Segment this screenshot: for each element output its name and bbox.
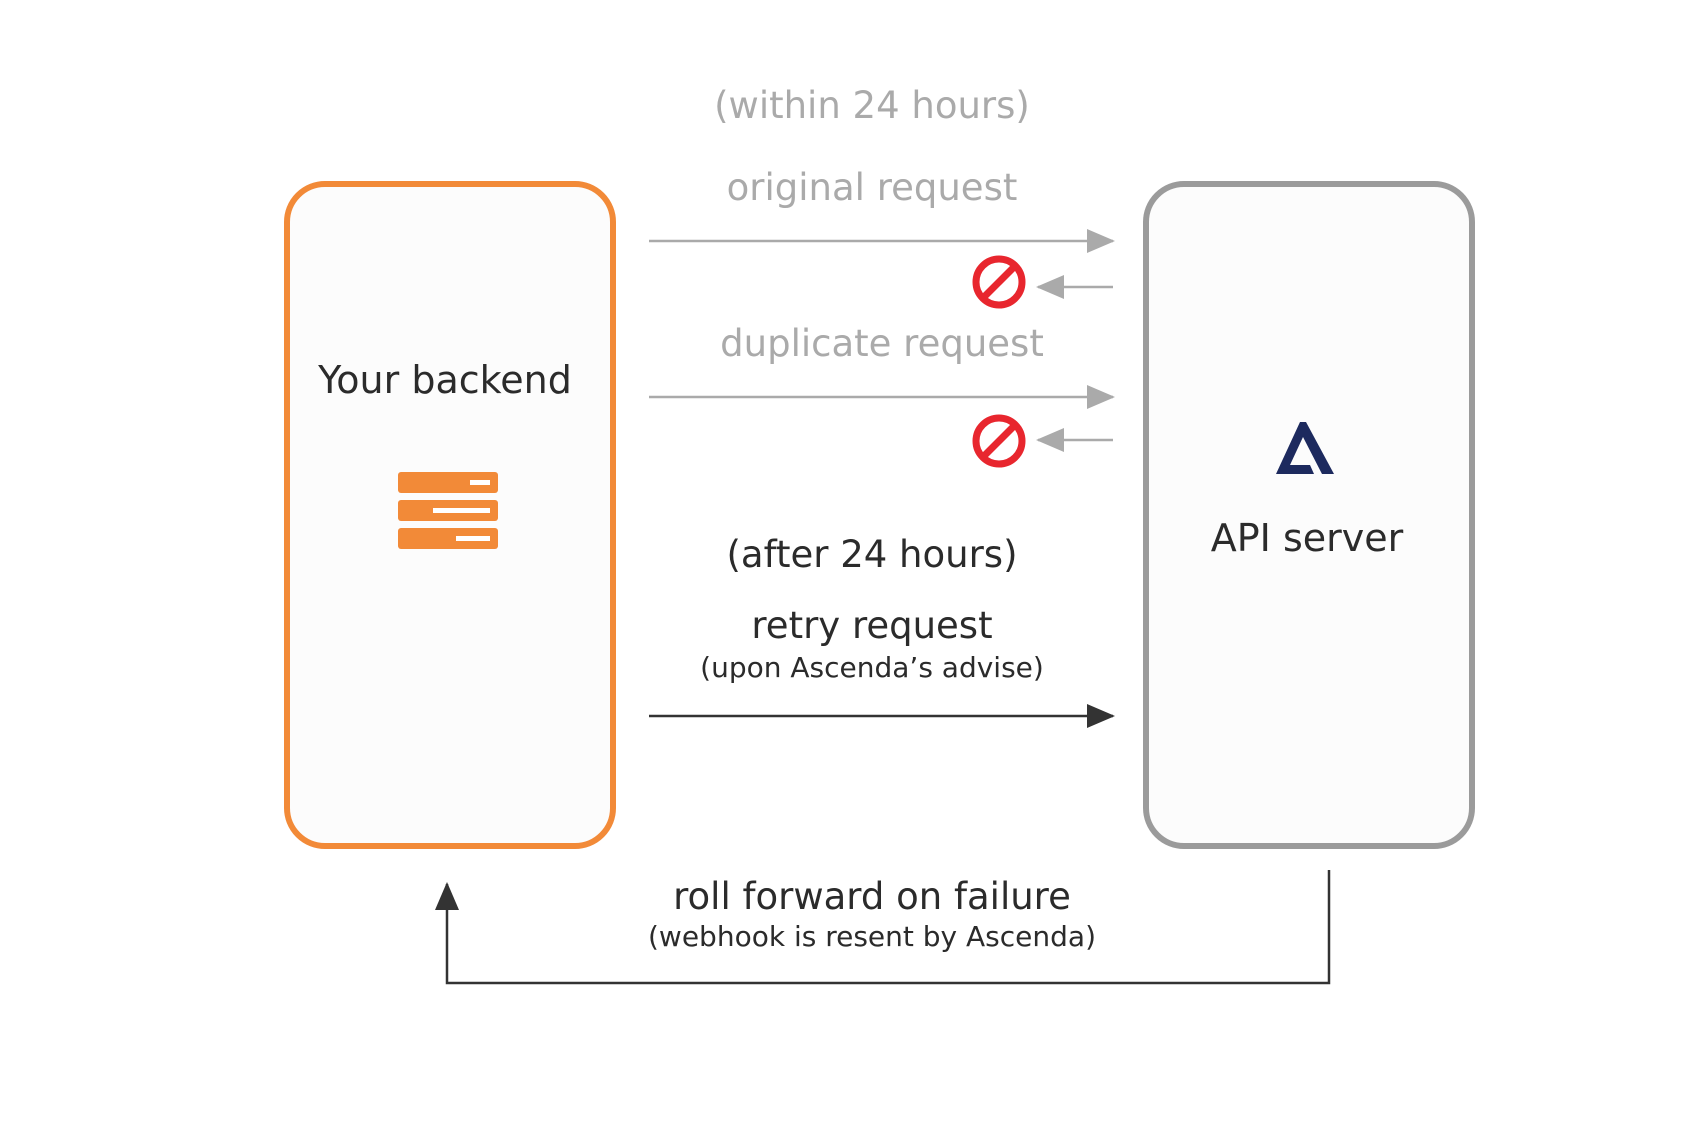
server-stack-icon <box>398 472 498 549</box>
backend-node: Your backend <box>284 181 616 849</box>
roll-forward-label: roll forward on failure <box>673 875 1071 918</box>
roll-forward-arrow <box>435 870 1331 985</box>
prohibited-icon <box>972 414 1026 468</box>
after-window-label: (after 24 hours) <box>726 533 1017 576</box>
retry-request-label: retry request <box>751 604 992 647</box>
backend-label: Your backend <box>317 358 572 402</box>
api-server-box <box>1143 181 1475 849</box>
within-window-label: (within 24 hours) <box>714 84 1030 127</box>
duplicate-request-label: duplicate request <box>720 322 1044 365</box>
prohibited-icon <box>972 255 1026 309</box>
original-request-label: original request <box>727 166 1018 209</box>
api-server-label: API server <box>1211 516 1404 560</box>
retry-request-note: (upon Ascenda’s advise) <box>700 651 1044 684</box>
ascenda-logo-icon <box>1276 422 1334 474</box>
api-server-node: API server <box>1143 181 1475 849</box>
roll-forward-note: (webhook is resent by Ascenda) <box>648 920 1096 953</box>
